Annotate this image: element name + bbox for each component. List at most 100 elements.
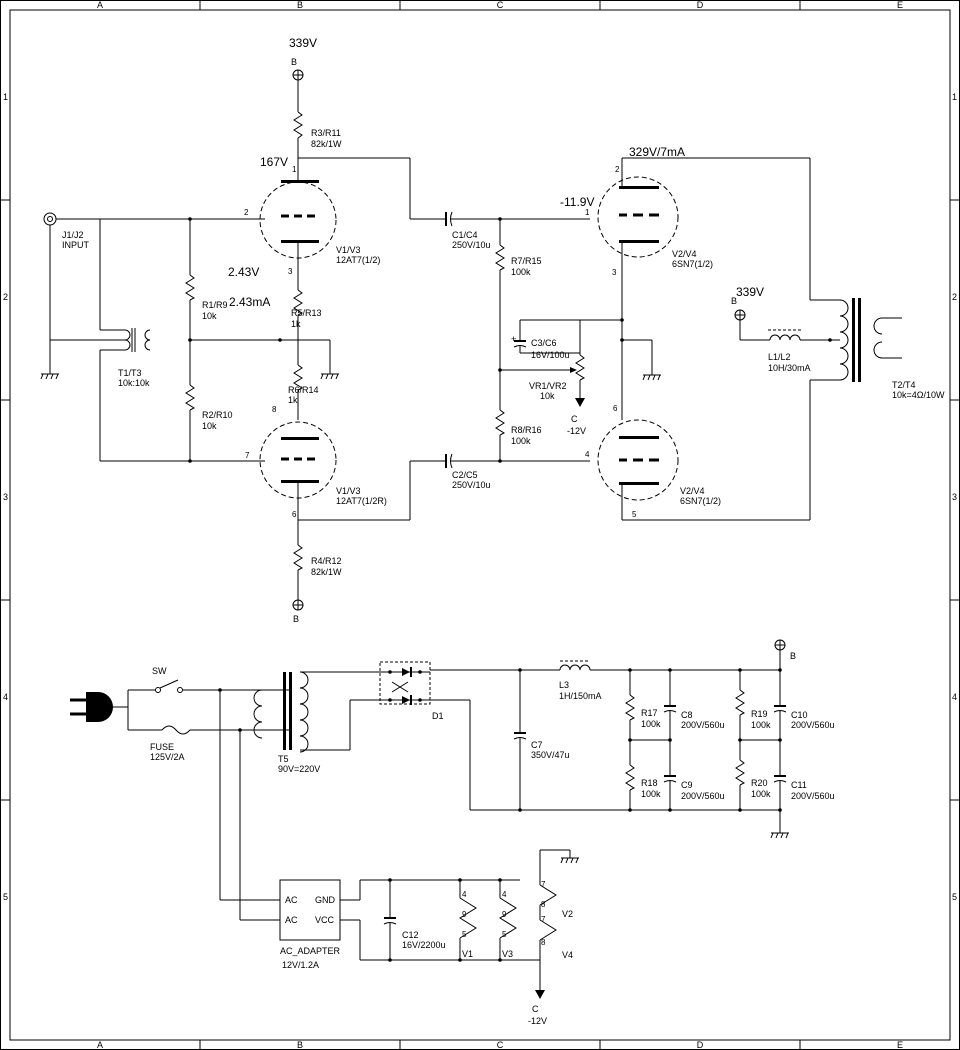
svg-text:C1/C4: C1/C4 bbox=[452, 230, 478, 240]
svg-text:100k: 100k bbox=[641, 719, 661, 729]
svg-text:12V/1.2A: 12V/1.2A bbox=[282, 960, 319, 970]
svg-text:B: B bbox=[731, 296, 737, 306]
svg-text:T1/T3: T1/T3 bbox=[118, 368, 142, 378]
svg-text:C: C bbox=[497, 1040, 504, 1050]
svg-text:6SN7(1/2): 6SN7(1/2) bbox=[672, 259, 713, 269]
svg-text:100k: 100k bbox=[641, 789, 661, 799]
svg-text:10H/30mA: 10H/30mA bbox=[768, 363, 811, 373]
svg-text:C11: C11 bbox=[791, 780, 807, 790]
svg-text:1: 1 bbox=[292, 165, 297, 174]
svg-text:3: 3 bbox=[612, 268, 617, 277]
svg-text:VCC: VCC bbox=[315, 915, 335, 925]
svg-text:6: 6 bbox=[613, 404, 618, 413]
svg-text:1k: 1k bbox=[288, 395, 298, 405]
svg-text:J1/J2: J1/J2 bbox=[62, 230, 84, 240]
svg-text:10k: 10k bbox=[202, 311, 217, 321]
svg-text:8: 8 bbox=[541, 900, 546, 909]
svg-text:82k/1W: 82k/1W bbox=[311, 567, 342, 577]
svg-text:200V/560u: 200V/560u bbox=[681, 791, 725, 801]
svg-text:V1: V1 bbox=[462, 949, 473, 959]
svg-text:3: 3 bbox=[3, 492, 8, 502]
svg-text:4: 4 bbox=[952, 692, 957, 702]
svg-text:V4: V4 bbox=[562, 950, 573, 960]
svg-text:7: 7 bbox=[245, 451, 250, 460]
svg-text:5: 5 bbox=[3, 892, 8, 902]
svg-text:INPUT: INPUT bbox=[62, 240, 90, 250]
svg-text:3: 3 bbox=[288, 267, 293, 276]
svg-text:R8/R16: R8/R16 bbox=[511, 425, 542, 435]
svg-text:C: C bbox=[571, 414, 578, 424]
svg-text:FUSE: FUSE bbox=[150, 742, 174, 752]
svg-text:T5: T5 bbox=[278, 754, 289, 764]
svg-text:167V: 167V bbox=[260, 155, 288, 169]
svg-text:200V/560u: 200V/560u bbox=[681, 720, 725, 730]
svg-text:7: 7 bbox=[541, 880, 546, 889]
svg-text:339V: 339V bbox=[736, 285, 764, 299]
stage1-supply: 339V B R3/R11 82k/1W 167V bbox=[260, 36, 342, 182]
svg-text:V2/V4: V2/V4 bbox=[680, 486, 705, 496]
svg-text:5: 5 bbox=[462, 930, 467, 939]
ac-adapter: AC AC GND VCC AC_ADAPTER 12V/1.2A bbox=[220, 879, 341, 970]
svg-text:C: C bbox=[497, 0, 504, 10]
svg-text:R17: R17 bbox=[641, 708, 658, 718]
tube-v2-top: 329V/7mA -11.9V 2 1 3 V2/V4 6SN7(1/2) bbox=[560, 145, 713, 420]
svg-text:C3/C6: C3/C6 bbox=[531, 338, 557, 348]
svg-text:E: E bbox=[897, 1040, 903, 1050]
svg-text:E: E bbox=[897, 0, 903, 10]
svg-text:7: 7 bbox=[541, 915, 546, 924]
coupling-network: C1/C4 250V/10u C2/C5 250V/10u R7/R15 100… bbox=[298, 157, 590, 521]
tube-v1-top: 1 2 3 V1/V3 12AT7(1/2) bbox=[244, 165, 380, 290]
power-switch: SW bbox=[128, 666, 290, 693]
svg-text:2: 2 bbox=[244, 208, 249, 217]
svg-text:8: 8 bbox=[272, 405, 277, 414]
svg-text:R5/R13: R5/R13 bbox=[291, 308, 322, 318]
svg-text:D1: D1 bbox=[432, 711, 444, 721]
svg-text:GND: GND bbox=[315, 895, 336, 905]
svg-text:8: 8 bbox=[541, 938, 546, 947]
svg-text:V2/V4: V2/V4 bbox=[672, 249, 697, 259]
svg-text:2: 2 bbox=[615, 165, 620, 174]
svg-text:350V/47u: 350V/47u bbox=[531, 750, 570, 760]
svg-text:200V/560u: 200V/560u bbox=[791, 791, 835, 801]
svg-text:C: C bbox=[532, 1004, 539, 1014]
svg-text:125V/2A: 125V/2A bbox=[150, 752, 185, 762]
svg-text:A: A bbox=[97, 0, 103, 10]
svg-text:100k: 100k bbox=[511, 436, 531, 446]
svg-text:B: B bbox=[297, 1040, 303, 1050]
svg-text:R19: R19 bbox=[751, 709, 768, 719]
svg-text:1H/150mA: 1H/150mA bbox=[559, 691, 602, 701]
svg-text:AC: AC bbox=[285, 895, 298, 905]
svg-text:R2/R10: R2/R10 bbox=[202, 410, 233, 420]
svg-text:-12V: -12V bbox=[567, 426, 586, 436]
svg-text:R7/R15: R7/R15 bbox=[511, 256, 542, 266]
stage1-cathode-network: 2.43V 2.43mA R5/R13 1k R6/R14 1k bbox=[188, 217, 322, 463]
svg-text:329V/7mA: 329V/7mA bbox=[629, 145, 685, 159]
svg-text:10k: 10k bbox=[202, 421, 217, 431]
svg-text:16V/100u: 16V/100u bbox=[531, 350, 570, 360]
svg-text:10k: 10k bbox=[540, 391, 555, 401]
svg-text:12AT7(1/2): 12AT7(1/2) bbox=[336, 255, 380, 265]
svg-text:9: 9 bbox=[462, 910, 467, 919]
svg-text:200V/560u: 200V/560u bbox=[791, 720, 835, 730]
svg-text:AC_ADAPTER: AC_ADAPTER bbox=[280, 946, 341, 956]
svg-text:B: B bbox=[297, 0, 303, 10]
tube-v2-bottom: 6 4 5 V2/V4 6SN7(1/2) bbox=[585, 404, 810, 521]
power-transformer: T5 90V=220V bbox=[240, 671, 380, 774]
svg-text:B: B bbox=[790, 651, 796, 661]
svg-text:SW: SW bbox=[152, 666, 167, 676]
svg-text:9: 9 bbox=[502, 910, 507, 919]
svg-text:12AT7(1/2R): 12AT7(1/2R) bbox=[336, 496, 387, 506]
svg-text:4: 4 bbox=[3, 692, 8, 702]
svg-text:16V/2200u: 16V/2200u bbox=[402, 940, 446, 950]
svg-text:C2/C5: C2/C5 bbox=[452, 470, 478, 480]
svg-text:6SN7(1/2): 6SN7(1/2) bbox=[680, 496, 721, 506]
svg-text:R4/R12: R4/R12 bbox=[311, 556, 342, 566]
ac-plug bbox=[70, 690, 129, 730]
heater-wiring: C12 16V/2200u 4 9 5 V1 4 9 5 V3 7 8 7 8 … bbox=[340, 849, 580, 1026]
svg-text:1: 1 bbox=[952, 92, 957, 102]
svg-text:R3/R11: R3/R11 bbox=[311, 128, 341, 138]
svg-text:C10: C10 bbox=[791, 710, 808, 720]
